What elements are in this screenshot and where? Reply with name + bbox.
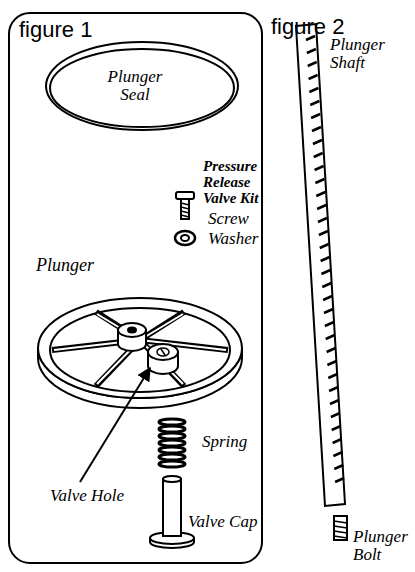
part-label: Spring xyxy=(202,433,262,451)
plunger-bolt xyxy=(334,516,347,540)
part-label: Plunger xyxy=(36,256,116,275)
part-label: Washer xyxy=(208,230,268,248)
part-label: Plunger Bolt xyxy=(353,528,413,564)
leader-arrow xyxy=(80,368,150,482)
part-label: Plunger Seal xyxy=(100,68,170,104)
screw-part xyxy=(176,192,194,219)
washer-part xyxy=(175,231,195,245)
part-label: Valve Hole xyxy=(50,487,140,505)
plunger-wheel xyxy=(38,298,242,408)
spring-part xyxy=(159,419,185,467)
part-label: Plunger Shaft xyxy=(330,36,392,72)
figure-title: figure 1 xyxy=(19,17,92,43)
plunger-shaft xyxy=(296,24,345,506)
part-label: Pressure Release Valve Kit xyxy=(203,158,275,206)
plunger-seal xyxy=(46,42,238,130)
part-label: Screw xyxy=(208,210,268,228)
valve-cap-part xyxy=(150,476,194,548)
part-label: Valve Cap xyxy=(188,513,258,531)
figure-title: figure 2 xyxy=(271,15,391,38)
